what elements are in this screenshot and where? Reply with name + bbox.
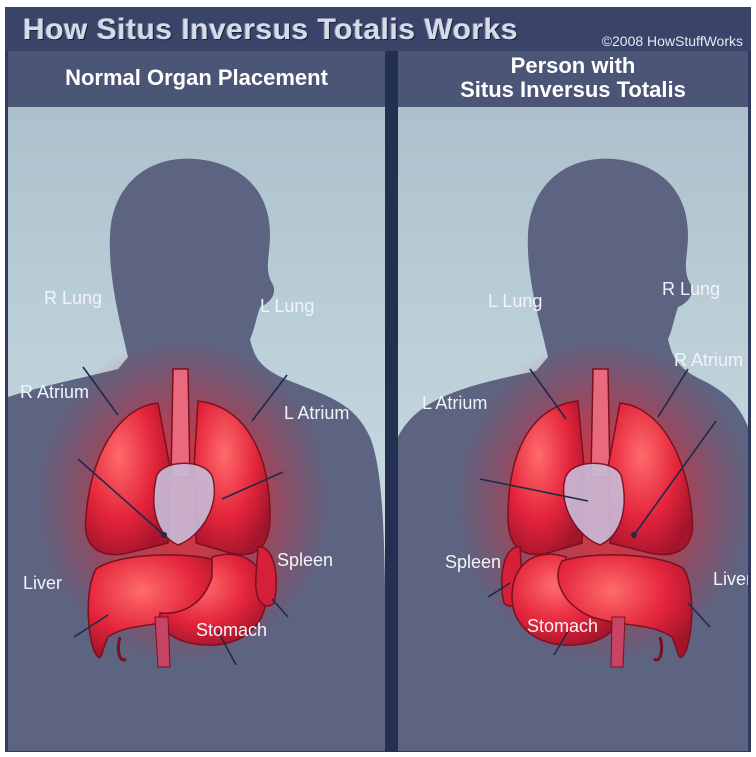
label-r-atrium: R Atrium bbox=[20, 382, 89, 403]
label-r-atrium: R Atrium bbox=[674, 350, 743, 371]
panel-heading-situs-inversus: Person with Situs Inversus Totalis bbox=[398, 54, 748, 102]
label-liver: Liver bbox=[713, 569, 748, 590]
panel-header-situs-inversus: Person with Situs Inversus Totalis bbox=[398, 51, 748, 107]
label-stomach: Stomach bbox=[196, 620, 267, 641]
anatomy-illustration-inverted bbox=[398, 107, 748, 751]
figure-title: How Situs Inversus Totalis Works bbox=[23, 13, 518, 47]
panel-normal: Normal Organ Placement bbox=[8, 51, 385, 751]
title-bar: How Situs Inversus Totalis Works ©2008 H… bbox=[5, 7, 751, 51]
label-spleen: Spleen bbox=[277, 550, 333, 571]
label-stomach: Stomach bbox=[527, 616, 598, 637]
label-liver: Liver bbox=[23, 573, 62, 594]
figure-frame: How Situs Inversus Totalis Works ©2008 H… bbox=[5, 7, 751, 752]
label-l-atrium: L Atrium bbox=[284, 403, 349, 424]
panel-divider bbox=[385, 51, 398, 752]
panel-header-normal: Normal Organ Placement bbox=[8, 51, 385, 107]
anatomy-illustration-normal bbox=[8, 107, 385, 751]
panel-heading-line1: Person with bbox=[398, 54, 748, 78]
panel-heading-normal: Normal Organ Placement bbox=[8, 65, 385, 91]
label-l-atrium: L Atrium bbox=[422, 393, 487, 414]
label-l-lung: L Lung bbox=[488, 291, 542, 312]
label-l-lung: L Lung bbox=[260, 296, 314, 317]
label-r-lung: R Lung bbox=[44, 288, 102, 309]
panel-heading-line2: Situs Inversus Totalis bbox=[398, 78, 748, 102]
panel-situs-inversus: Person with Situs Inversus Totalis bbox=[398, 51, 748, 751]
label-r-lung: R Lung bbox=[662, 279, 720, 300]
label-spleen: Spleen bbox=[445, 552, 501, 573]
copyright-notice: ©2008 HowStuffWorks bbox=[602, 33, 743, 49]
